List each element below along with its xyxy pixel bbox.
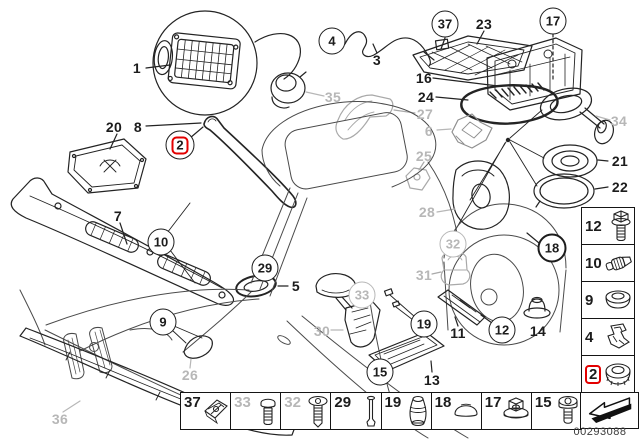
- fastener-cell-2-highlighted[interactable]: 2: [582, 355, 634, 392]
- callout-circle-15[interactable]: 15: [366, 358, 394, 386]
- callout-circle-12[interactable]: 12: [488, 316, 516, 344]
- fastener-cell-33[interactable]: 33: [230, 393, 280, 429]
- fastener-number-highlighted: 2: [585, 364, 602, 384]
- fastener-number: 32: [284, 394, 301, 411]
- round-head-screw-icon: [260, 398, 276, 426]
- callout-34[interactable]: 34: [610, 113, 628, 129]
- leader-lines: [166, 202, 203, 344]
- part-rings-right: [451, 87, 615, 237]
- flange-nut-icon: [503, 397, 529, 419]
- pin-rivet-icon: [365, 395, 376, 427]
- fastener-cell-9[interactable]: 9: [582, 281, 634, 318]
- callout-circle-29[interactable]: 29: [251, 254, 279, 282]
- callout-circle-18[interactable]: 18: [537, 233, 567, 263]
- callout-30[interactable]: 30: [313, 323, 331, 339]
- callout-31[interactable]: 31: [415, 267, 433, 283]
- direction-arrow-box[interactable]: [580, 392, 639, 429]
- callout-28[interactable]: 28: [418, 204, 436, 220]
- fastener-number: 15: [534, 394, 552, 411]
- part-cap-35: [270, 71, 325, 109]
- fastener-number: 9: [585, 291, 594, 309]
- part-molding-26: [183, 335, 213, 369]
- fastener-cell-32[interactable]: 32: [280, 393, 330, 429]
- grommet-icon: [605, 290, 631, 309]
- callout-circle-2-highlighted[interactable]: 2: [165, 130, 195, 160]
- callout-8[interactable]: 8: [133, 119, 143, 135]
- callout-3[interactable]: 3: [372, 52, 382, 68]
- callout-36[interactable]: 36: [51, 411, 69, 427]
- callout-22[interactable]: 22: [611, 179, 629, 195]
- callout-circle-33[interactable]: 33: [348, 281, 376, 309]
- fastener-column-panel: 12 10 9: [581, 207, 635, 393]
- fastener-number: 19: [384, 394, 402, 411]
- detail-circle-microfilter-housing: [145, 10, 301, 116]
- fastener-number: 12: [585, 217, 602, 235]
- callout-circle-19[interactable]: 19: [410, 310, 438, 338]
- fastener-number: 10: [585, 254, 602, 272]
- fastener-number: 18: [434, 394, 452, 411]
- fastener-cell-15[interactable]: 15: [530, 393, 581, 429]
- fastener-number: 17: [484, 394, 502, 411]
- highlight-box: 2: [171, 136, 189, 154]
- nozzle-valve-icon: [605, 256, 632, 271]
- fastener-cell-10[interactable]: 10: [582, 244, 634, 281]
- callout-6[interactable]: 6: [424, 123, 434, 139]
- callout-5[interactable]: 5: [291, 278, 301, 294]
- fastener-number: 33: [234, 394, 251, 411]
- callout-26[interactable]: 26: [181, 367, 199, 383]
- callout-16[interactable]: 16: [415, 70, 433, 86]
- callout-circle-17[interactable]: 17: [539, 7, 567, 35]
- socket-screw-icon: [558, 395, 578, 424]
- part-fender-liner-28: [436, 160, 510, 230]
- bellows-plug-icon: [409, 395, 427, 427]
- part-partition-panel-23: [412, 30, 533, 81]
- callout-circle-37[interactable]: 37: [431, 10, 459, 38]
- part-washer-hose-3: [344, 31, 435, 67]
- part-grommet-14: [523, 296, 551, 319]
- fastener-number: 37: [184, 394, 201, 411]
- hex-bolt-icon: [611, 210, 631, 242]
- cage-clip-icon: [204, 399, 229, 425]
- drawing-number: 00293088: [573, 426, 627, 438]
- dome-cap-icon: [454, 403, 478, 417]
- car-body-outline: [19, 101, 469, 439]
- fastener-cell-29[interactable]: 29: [330, 393, 380, 429]
- callout-14[interactable]: 14: [529, 323, 547, 339]
- callout-circle-4[interactable]: 4: [318, 27, 346, 55]
- callout-7[interactable]: 7: [113, 208, 123, 224]
- callout-1[interactable]: 1: [132, 60, 142, 76]
- ribbed-cap-icon: [605, 363, 631, 386]
- callout-11[interactable]: 11: [450, 325, 466, 341]
- direction-arrow-icon: [588, 396, 631, 423]
- callout-25[interactable]: 25: [415, 148, 433, 164]
- callout-24[interactable]: 24: [417, 89, 435, 105]
- callout-35[interactable]: 35: [324, 89, 342, 105]
- callout-20[interactable]: 20: [105, 119, 123, 135]
- fastener-cell-4[interactable]: 4: [582, 318, 634, 355]
- part-gasket-24: [460, 84, 559, 125]
- fastener-number: 4: [585, 328, 594, 346]
- callout-13[interactable]: 13: [423, 372, 441, 388]
- retainer-clip-icon: [607, 323, 630, 349]
- fastener-cell-18[interactable]: 18: [430, 393, 481, 429]
- fastener-cell-12[interactable]: 12: [582, 208, 634, 244]
- part-clips-19: [383, 232, 540, 321]
- fastener-cell-19[interactable]: 19: [380, 393, 431, 429]
- part-bracket-6: [436, 113, 493, 149]
- fastener-cell-17[interactable]: 17: [480, 393, 531, 429]
- torx-screw-icon: [308, 395, 328, 428]
- callout-21[interactable]: 21: [611, 153, 629, 169]
- callout-circle-10[interactable]: 10: [147, 228, 175, 256]
- fastener-number: 29: [334, 394, 352, 411]
- callout-circle-32[interactable]: 32: [439, 230, 467, 258]
- part-cover-20: [67, 133, 147, 194]
- callout-circle-9[interactable]: 9: [149, 308, 177, 336]
- callout-27[interactable]: 27: [416, 106, 434, 122]
- fastener-row-panel: 37 33 32 29: [180, 392, 582, 430]
- callout-23[interactable]: 23: [475, 16, 493, 32]
- part-cowl-panel-7: [10, 177, 235, 306]
- fastener-cell-37[interactable]: 37: [181, 393, 230, 429]
